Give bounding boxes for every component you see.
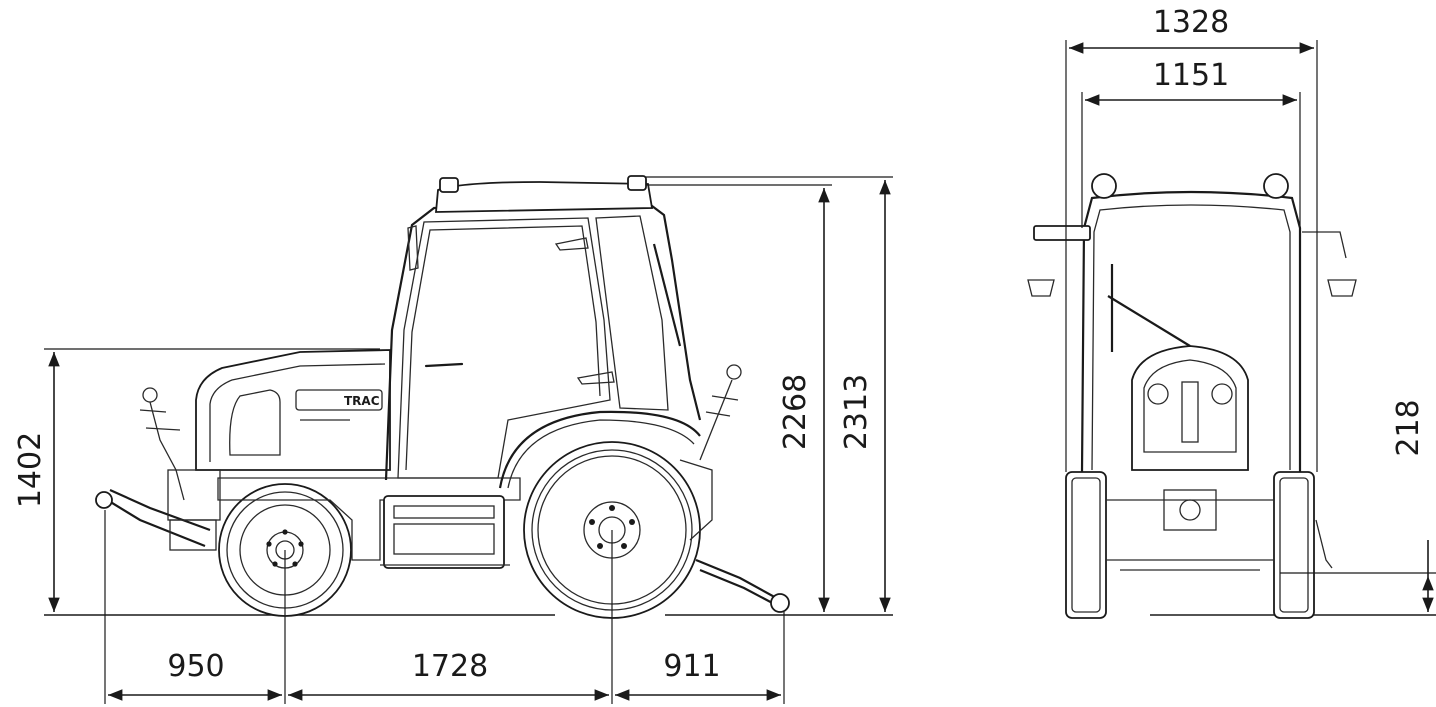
hood: TRAC — [195, 349, 391, 471]
svg-text:1402: 1402 — [13, 432, 48, 508]
dim-track-width: 1151 — [1081, 58, 1301, 228]
svg-text:2268: 2268 — [778, 374, 813, 450]
wheelbase-label: 1728 — [412, 649, 488, 684]
svg-text:2313: 2313 — [839, 374, 874, 450]
front-axle — [1105, 489, 1333, 571]
cab — [384, 175, 702, 481]
rear-hitch — [679, 364, 790, 613]
front-cab — [1027, 173, 1357, 473]
dim-ground-clearance: 218 — [1280, 399, 1436, 612]
dim-overall-height: 2313 — [646, 176, 893, 612]
dim-cab-height: 2268 — [646, 184, 832, 612]
front-overhang-label: 950 — [167, 649, 224, 684]
svg-text:1151: 1151 — [1153, 58, 1229, 93]
rear-fender — [498, 410, 701, 489]
front-view: 1328 1151 218 — [1027, 5, 1436, 619]
dim-lengths: 950 1728 911 — [104, 510, 785, 704]
brand-badge: TRAC — [344, 394, 380, 408]
svg-text:1328: 1328 — [1153, 5, 1229, 40]
side-view: TRAC — [13, 175, 893, 704]
rear-overhang-label: 911 — [663, 649, 720, 684]
dim-hood-height: 1402 — [13, 348, 380, 612]
front-hitch — [95, 387, 221, 551]
front-grille — [1131, 345, 1249, 471]
chassis — [217, 477, 521, 569]
dim-overall-width: 1328 — [1065, 5, 1318, 472]
svg-text:218: 218 — [1391, 399, 1426, 456]
